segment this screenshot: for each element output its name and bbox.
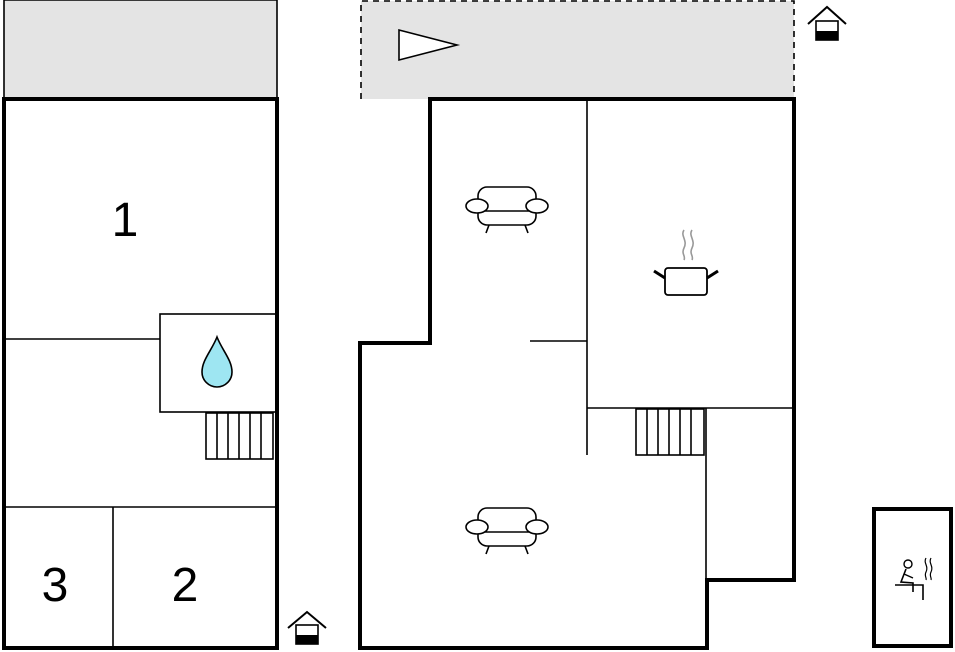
cooking-pot-icon — [653, 229, 719, 296]
house-entrance-icon-top — [807, 5, 847, 41]
room-number-2: 2 — [172, 559, 199, 612]
room-number-3: 3 — [42, 559, 69, 612]
sofa-icon-lower — [465, 507, 549, 555]
middle-outer-wall — [358, 97, 796, 650]
sauna-building — [872, 507, 953, 648]
sauna-wall — [872, 507, 953, 648]
sauna-icon — [895, 557, 933, 600]
stairs-icon — [205, 412, 274, 460]
bathroom — [159, 313, 278, 413]
sofa-icon — [465, 186, 549, 234]
room-number-1: 1 — [112, 194, 139, 247]
stairs-icon-middle — [635, 408, 705, 456]
water-drop-icon — [201, 334, 233, 388]
left-terrace — [3, 0, 278, 98]
house-entrance-icon — [287, 610, 327, 645]
flag-icon — [398, 28, 461, 62]
middle-building — [358, 0, 847, 650]
left-building: 1 2 3 — [2, 0, 327, 650]
